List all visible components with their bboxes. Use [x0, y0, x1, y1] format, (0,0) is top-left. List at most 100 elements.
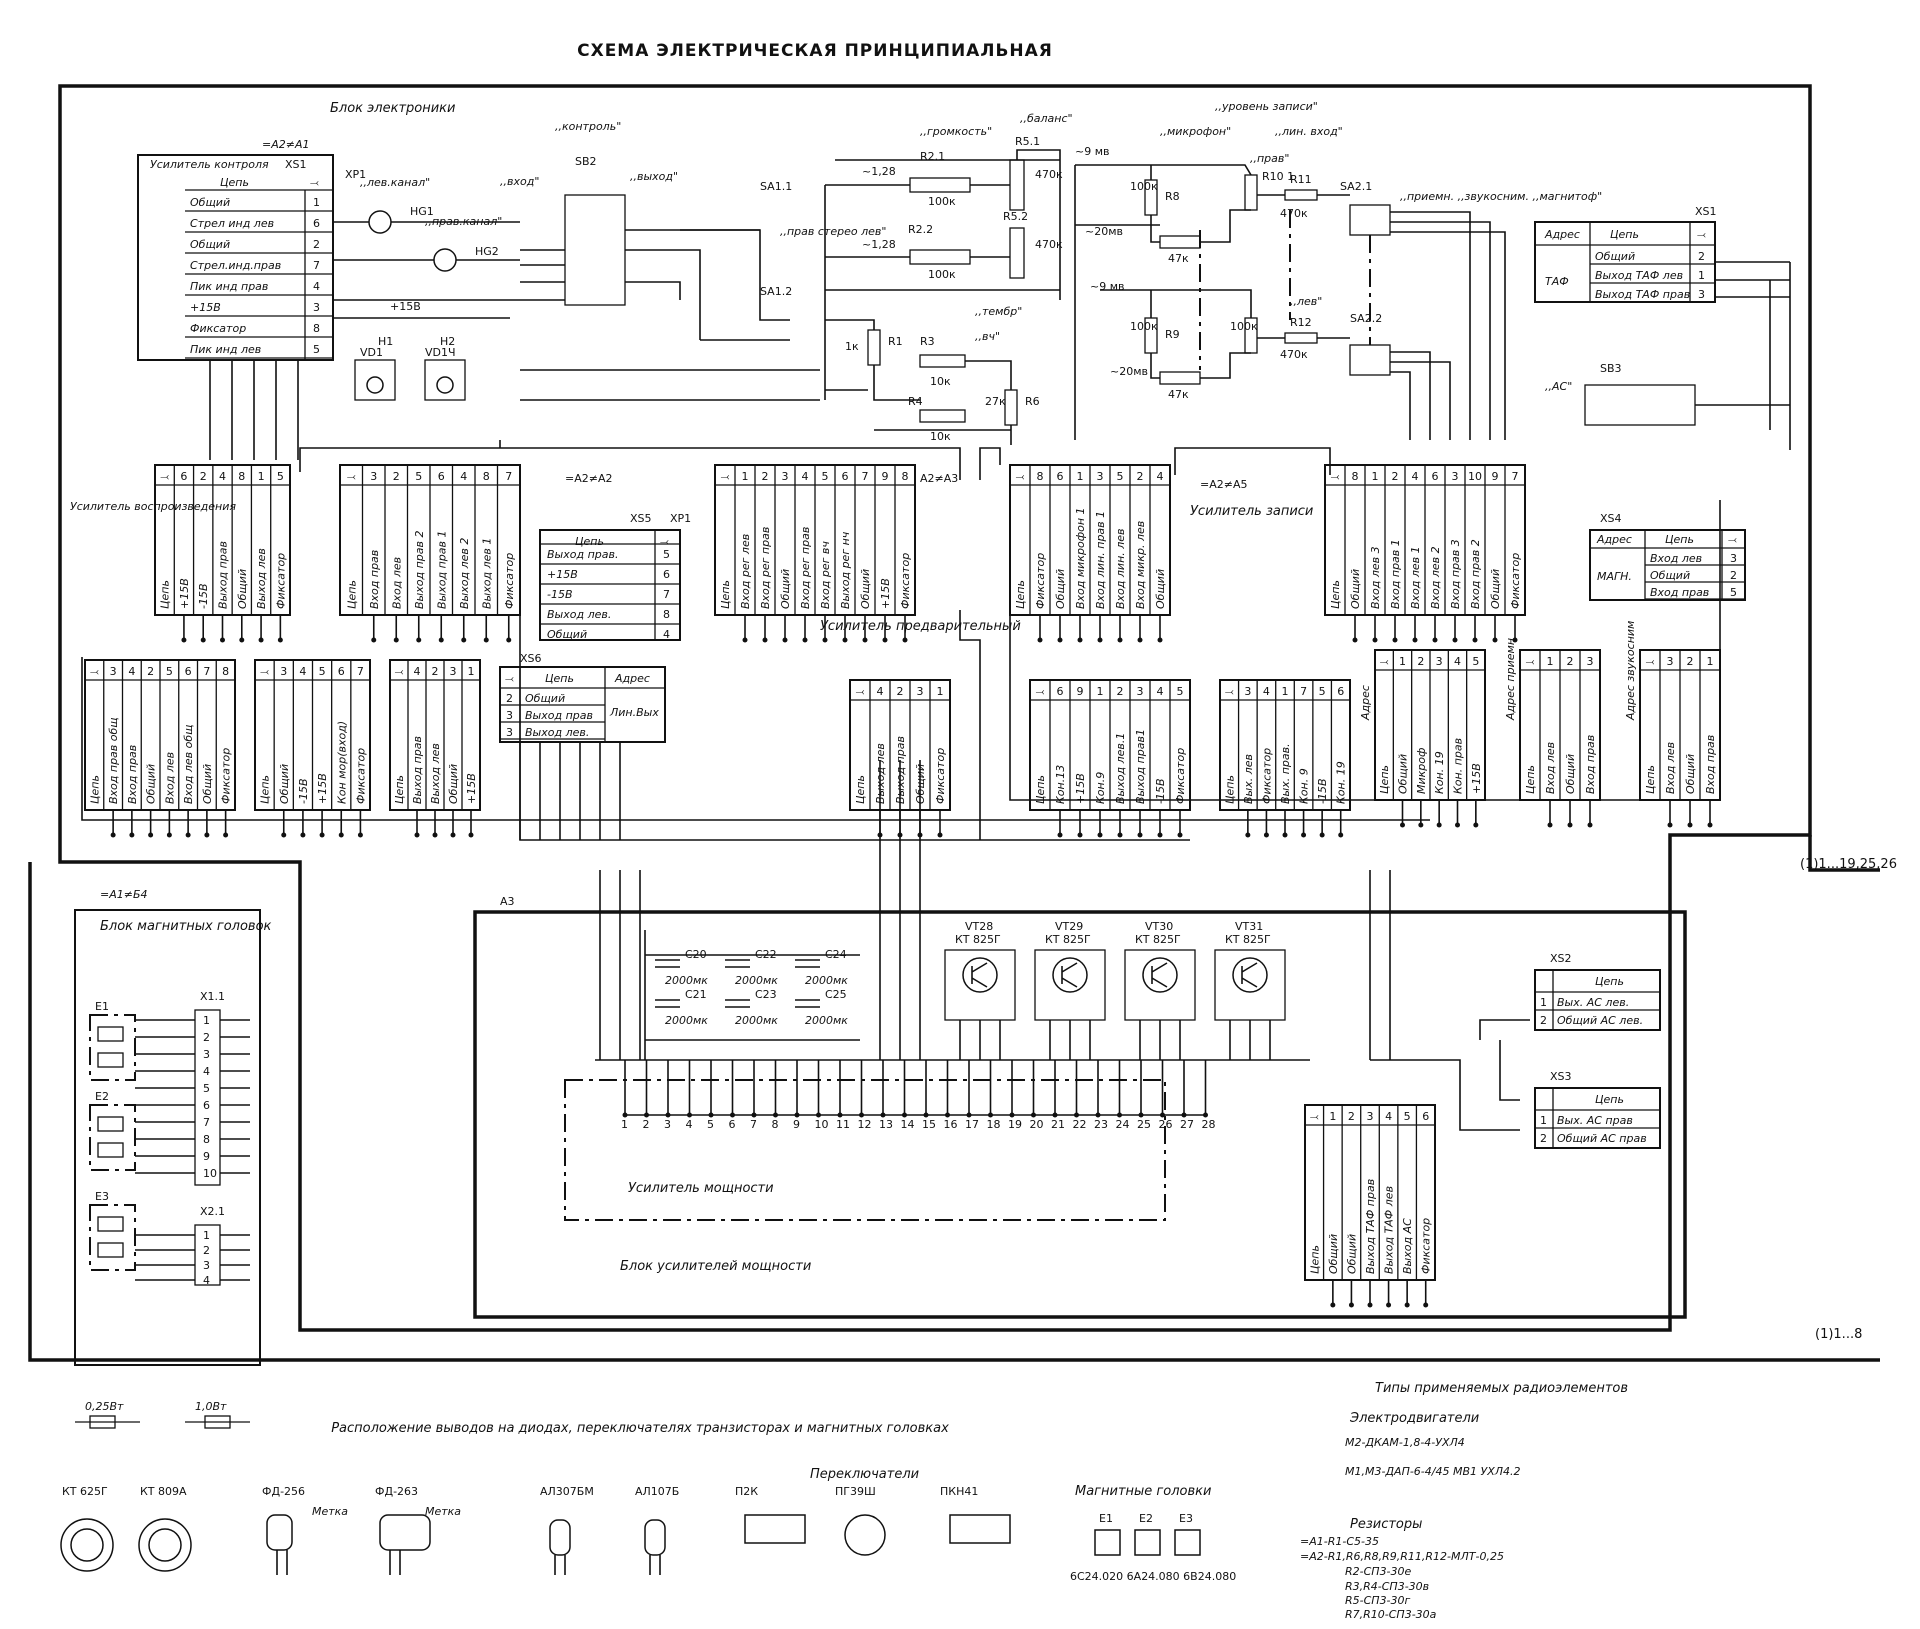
- vtable-col-label: Общий: [1154, 569, 1167, 609]
- page-title: СХЕМА ЭЛЕКТРИЧЕСКАЯ ПРИНЦИПИАЛЬНАЯ: [577, 41, 1053, 61]
- xs6-header-circuit: Цепь: [545, 672, 574, 685]
- x21-pin: 4: [203, 1274, 210, 1287]
- vtable-col-label: Выход прав: [217, 541, 230, 609]
- xs4-magn-name: XS4: [1600, 512, 1622, 525]
- vtable-pin: 9: [882, 470, 889, 483]
- pot-r7a-value: 47к: [1168, 252, 1189, 265]
- sb2-label: SB2: [575, 155, 597, 168]
- vtable-col-label: Вход лин. прав 1: [1094, 511, 1107, 609]
- vtable-pin: 2: [897, 685, 904, 698]
- microphone-label: ,,микрофон": [1160, 125, 1231, 138]
- vtable-col-label: Вход прав 2: [1469, 539, 1482, 609]
- vtable-col-label: Фиксатор: [1420, 1218, 1433, 1274]
- pa-pin-number: 27: [1180, 1118, 1194, 1131]
- vtable-col-label: Общий: [447, 764, 460, 804]
- pot-r7b-value: 47к: [1168, 388, 1189, 401]
- bus-label-1: (1)1...19,25,26: [1800, 857, 1897, 872]
- connector-x21: [194, 1224, 221, 1286]
- pa-pin-number: 17: [965, 1118, 979, 1131]
- ctrl-row-circuit: Общий: [190, 196, 230, 209]
- vtable-col-label: Фиксатор: [934, 748, 947, 804]
- capacitor-ref: C23: [755, 988, 777, 1001]
- resistor-r6: [1004, 389, 1018, 426]
- vtable-col-label: Вход прав: [126, 745, 139, 804]
- vtable-pin: 1: [1372, 470, 1379, 483]
- footer-part-name: КТ 809А: [140, 1485, 187, 1498]
- vtable-pin: 3: [280, 665, 287, 678]
- xs5-row-pin: 8: [663, 608, 670, 621]
- vtable-col-label: +15В: [178, 578, 191, 609]
- meter-hg1: [368, 210, 392, 234]
- vtable-pin: 1: [1329, 1110, 1336, 1123]
- xs2ac-row-pin: 1: [1540, 996, 1547, 1009]
- vtable-col-label: Выход прав 1: [435, 531, 448, 609]
- vtable-col-label: +15В: [1470, 763, 1483, 794]
- xs2ac-header-circuit: Цепь: [1595, 975, 1624, 988]
- magn-row-circuit: Общий: [1650, 569, 1690, 582]
- pa-pin-number: 14: [901, 1118, 915, 1131]
- vtable-pin: 1: [1707, 655, 1714, 668]
- vtable-pin: ⤙: [1036, 685, 1045, 698]
- capacitor-value: 2000мк: [805, 1014, 848, 1027]
- vtable-pin: 3: [1587, 655, 1594, 668]
- vtable-col-label: Цепь: [345, 580, 358, 609]
- pa-pin-number: 13: [879, 1118, 893, 1131]
- footer-part-name: ПГ39Ш: [835, 1485, 876, 1498]
- resistor-line-4: R3,R4-СП3-30в: [1345, 1580, 1429, 1593]
- pa-pin-number: 2: [643, 1118, 650, 1131]
- taf-header-pin: ⤙: [1697, 228, 1706, 241]
- hg2-label: HG2: [475, 245, 499, 258]
- vtable-pin: 3: [1244, 685, 1251, 698]
- vtable-col-label: +15В: [316, 773, 329, 804]
- switch-sa22: [1349, 344, 1391, 376]
- vtable-col-label: Общий: [1345, 1234, 1358, 1274]
- x11-pin: 2: [203, 1031, 210, 1044]
- vtable-col-label: Кон. 9: [1298, 768, 1311, 804]
- switches-title: Переключатели: [810, 1467, 919, 1482]
- transistor-ref: VT28: [965, 920, 993, 933]
- r4-value: 10к: [930, 430, 951, 443]
- ctrl-header-circuit: Цепь: [220, 176, 249, 189]
- footer-part-name: ФД-256: [262, 1485, 305, 1498]
- x11-pin: 3: [203, 1048, 210, 1061]
- vtable-addr: Адрес приемн: [1504, 638, 1517, 721]
- vtable-pin: 3: [1367, 1110, 1374, 1123]
- vtable-col-label: Выход прав1: [1134, 729, 1147, 804]
- footer-head-name: E2: [1139, 1512, 1153, 1525]
- vtable-pin: 2: [762, 470, 769, 483]
- capacitor-ref: C21: [685, 988, 707, 1001]
- sa11-label: SA1.1: [760, 180, 792, 193]
- motor-1: М2-ДКАМ-1,8-4-УХЛ4: [1345, 1436, 1465, 1449]
- vtable-col-label: Цепь: [719, 580, 732, 609]
- vtable-col-label: Выход ТАФ лев: [1383, 1186, 1396, 1274]
- left-label: ,,лев": [1290, 295, 1322, 308]
- xs6-addr: Лин.Вых: [609, 706, 659, 719]
- vtable-col-label: Цепь: [393, 775, 406, 804]
- magn-row-pin: 3: [1730, 552, 1737, 565]
- r8-value: 100к: [1130, 180, 1158, 193]
- vtable-pin: ⤙: [1380, 655, 1389, 668]
- vtable-pin: 2: [1567, 655, 1574, 668]
- pot-r3: [919, 354, 966, 368]
- magnetic-heads-label: Блок магнитных головок: [100, 919, 272, 934]
- vtable-col-label: Фиксатор: [899, 553, 912, 609]
- vtable-pin: 1: [937, 685, 944, 698]
- vtable-col-label: Общий: [1349, 569, 1362, 609]
- magnetic-head: [89, 1204, 136, 1271]
- r6-label: R6: [1025, 395, 1040, 408]
- vtable-col-label: Общий: [779, 569, 792, 609]
- taf-row-pin: 2: [1698, 250, 1705, 263]
- capacitor-value: 2000мк: [735, 1014, 778, 1027]
- vtable-pin: 2: [1137, 470, 1144, 483]
- footer-mark: Метка: [425, 1505, 461, 1518]
- vtable-col-label: Общий: [145, 764, 158, 804]
- transistor-type: КТ 825Г: [955, 933, 1001, 946]
- volt-20-a: ~20мв: [1085, 225, 1123, 238]
- magn-row-circuit: Вход прав: [1650, 586, 1709, 599]
